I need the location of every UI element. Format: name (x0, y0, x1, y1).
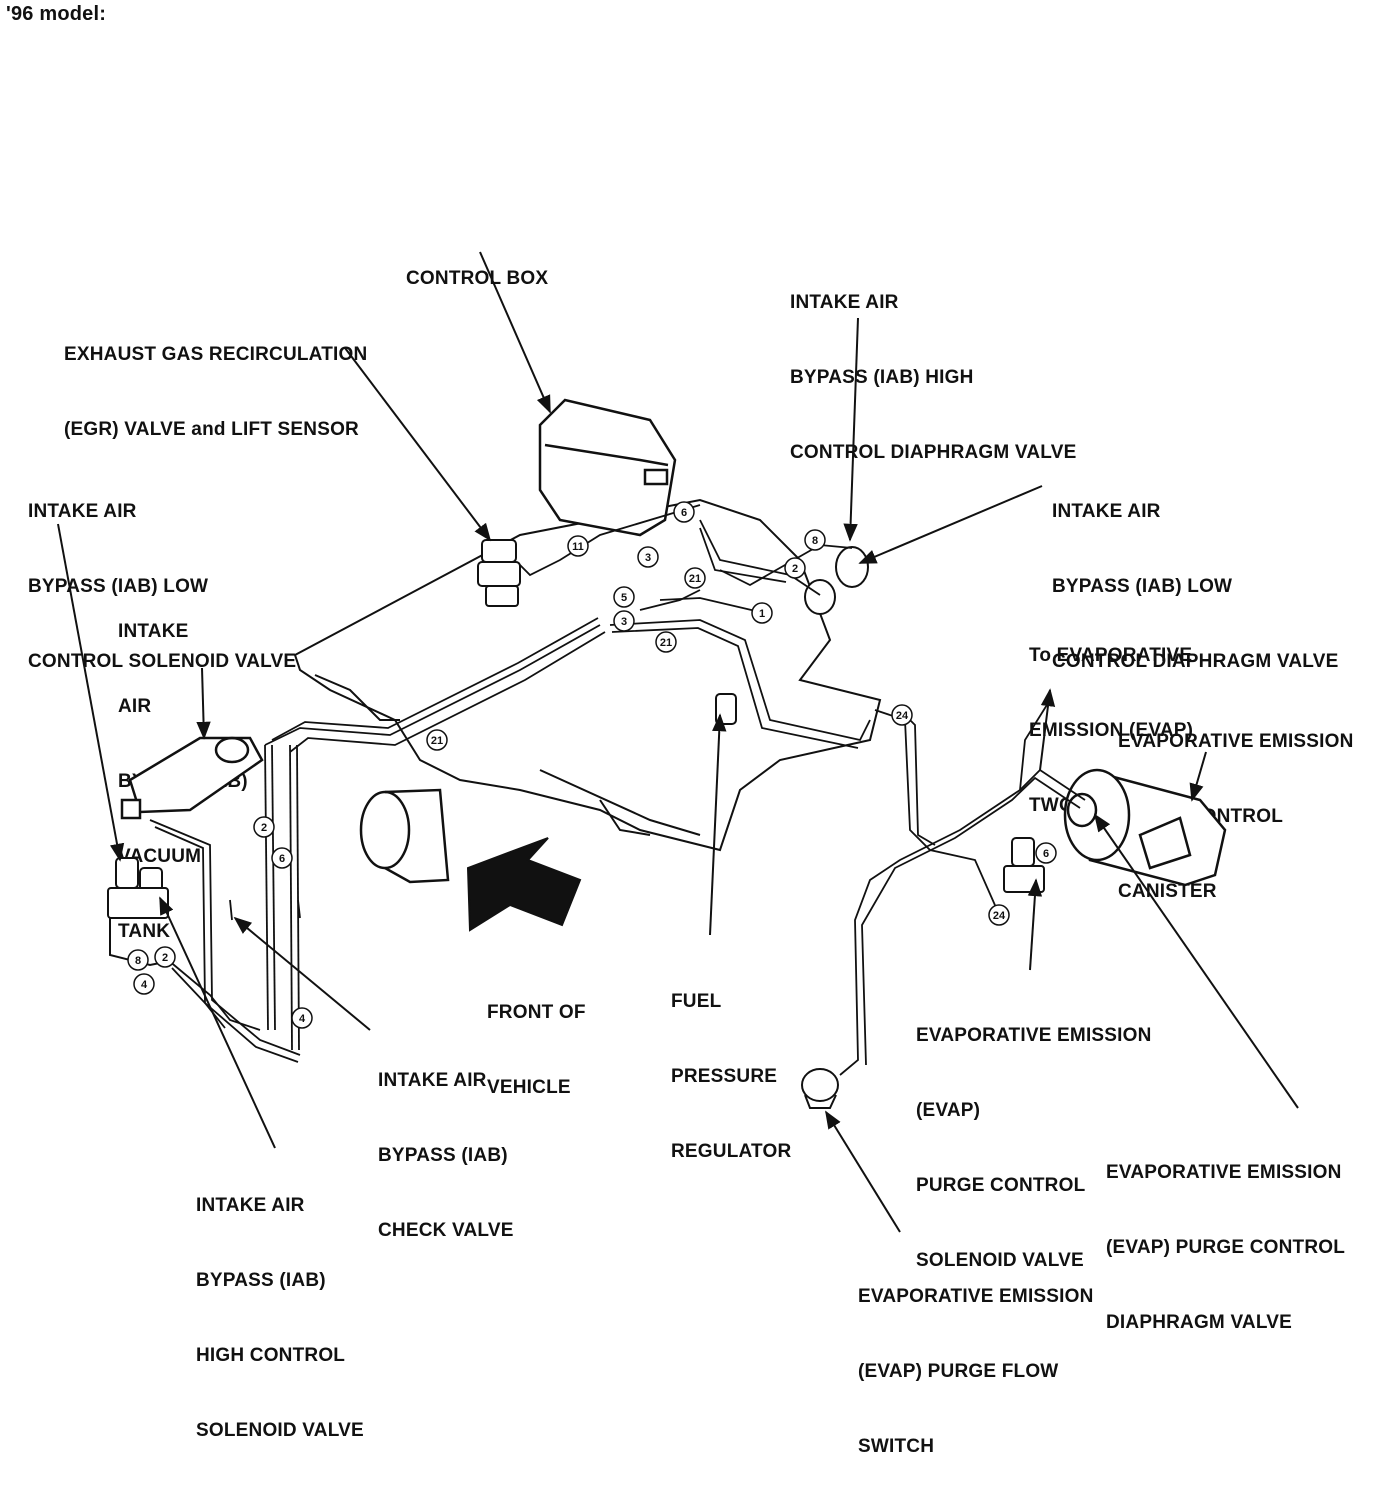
svg-text:5: 5 (621, 592, 627, 604)
svg-text:3: 3 (621, 616, 627, 628)
model-header: '96 model: (6, 3, 107, 25)
svg-text:2: 2 (162, 952, 168, 964)
svg-text:21: 21 (689, 573, 701, 585)
hose-number-5: 5 (613, 586, 635, 608)
intake-manifold-outline (293, 498, 882, 852)
vacuum-hose-routing-diagram: '96 model: CONTROL BOX EXHAUST GAS RECIR… (6, 3, 1354, 1457)
svg-text:21: 21 (431, 735, 443, 747)
hose-number-7: 1 (751, 602, 773, 624)
hose-number-14: 4 (291, 1007, 313, 1029)
hose-number-1: 11 (567, 535, 589, 557)
hose-number-16: 2 (154, 946, 176, 968)
hose-number-11: 21 (426, 729, 448, 751)
svg-text:8: 8 (812, 535, 818, 547)
svg-text:2: 2 (792, 563, 798, 575)
control-box (538, 398, 677, 537)
throttle-body (359, 788, 450, 884)
label-control-box: CONTROL BOX (406, 268, 549, 289)
label-evap-control-canister: EVAPORATIVE EMISSION (EVAP) CONTROL CANI… (1118, 731, 1354, 902)
label-iab-high-control-diaphragm: INTAKE AIR BYPASS (IAB) HIGH CONTROL DIA… (790, 292, 1077, 463)
svg-text:6: 6 (681, 507, 687, 519)
iab-vacuum-tank (120, 736, 264, 820)
front-of-vehicle-arrow (466, 837, 582, 932)
hose-number-8: 8 (804, 529, 826, 551)
svg-text:1: 1 (759, 608, 765, 620)
label-front-of-vehicle: FRONT OF VEHICLE (487, 1002, 586, 1098)
hose-number-18: 6 (1035, 842, 1057, 864)
label-iab-low-control-solenoid: INTAKE AIR BYPASS (IAB) LOW CONTROL SOLE… (28, 501, 297, 672)
svg-text:4: 4 (141, 979, 148, 991)
svg-text:11: 11 (572, 541, 584, 553)
hose-number-17: 4 (133, 973, 155, 995)
hose-number-19: 24 (988, 904, 1010, 926)
svg-text:2: 2 (261, 822, 267, 834)
leader-lines (57, 251, 1299, 1233)
hose-number-2: 6 (673, 501, 695, 523)
svg-text:24: 24 (993, 910, 1006, 922)
svg-text:6: 6 (279, 853, 285, 865)
egr-valve (477, 539, 521, 607)
label-evap-purge-control-solenoid: EVAPORATIVE EMISSION (EVAP) PURGE CONTRO… (916, 1025, 1152, 1271)
svg-text:3: 3 (645, 552, 651, 564)
hose-number-15: 8 (127, 949, 149, 971)
hose-number-20: 21 (655, 631, 677, 653)
label-egr-valve: EXHAUST GAS RECIRCULATION (EGR) VALVE an… (64, 344, 368, 440)
svg-text:6: 6 (1043, 848, 1049, 860)
label-iab-low-control-diaphragm: INTAKE AIR BYPASS (IAB) LOW CONTROL DIAP… (1052, 501, 1339, 672)
svg-text:8: 8 (135, 955, 141, 967)
iab-diaphragm-valves (804, 546, 869, 615)
hose-number-3: 3 (637, 546, 659, 568)
vacuum-hoses (149, 504, 1086, 1076)
hose-number-4: 21 (684, 567, 706, 589)
hose-number-12: 2 (253, 816, 275, 838)
label-fuel-pressure-regulator: FUEL PRESSURE REGULATOR (671, 991, 792, 1162)
hose-number-10: 24 (891, 704, 913, 726)
evap-purge-flow-switch (801, 1068, 839, 1109)
hose-number-13: 6 (271, 847, 293, 869)
svg-text:21: 21 (660, 637, 672, 649)
svg-text:4: 4 (299, 1013, 306, 1025)
hose-number-6: 3 (613, 610, 635, 632)
svg-text:24: 24 (896, 710, 909, 722)
hose-number-9: 2 (784, 557, 806, 579)
evap-canister (1063, 768, 1227, 887)
label-iab-check-valve: INTAKE AIR BYPASS (IAB) CHECK VALVE (378, 1070, 514, 1241)
